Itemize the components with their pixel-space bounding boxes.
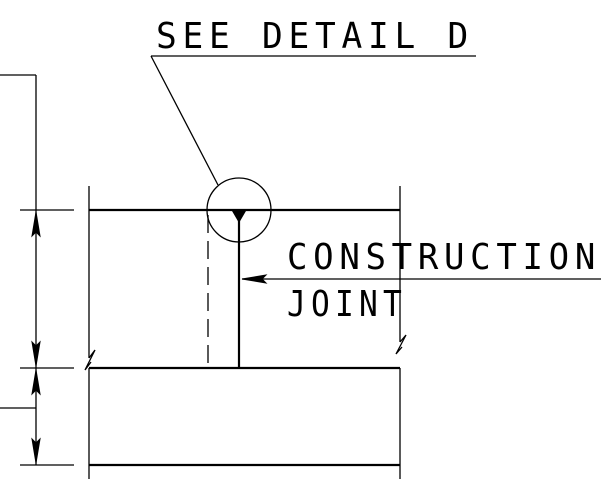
break-mark-left: [84, 349, 96, 371]
dimension-arrows: [31, 211, 41, 464]
detail-label: SEE DETAIL D: [156, 16, 474, 57]
detail-callout: [150, 55, 476, 243]
dimension-chain: [0, 74, 74, 466]
break-mark-right: [395, 334, 407, 355]
arrow-down-icon: [31, 437, 41, 464]
arrow-down-icon: [31, 340, 41, 367]
joint-groove-mark: [231, 209, 247, 223]
detail-leader-line: [150, 55, 219, 186]
lower-section: [88, 366, 401, 479]
upper-section: [84, 186, 407, 371]
joint-label-line1: CONSTRUCTION: [287, 237, 601, 278]
joint-leader-arrow-icon: [241, 274, 268, 284]
joint-label-line2: JOINT: [287, 284, 407, 325]
arrow-up-icon: [31, 211, 41, 238]
arrow-up-icon: [31, 369, 41, 396]
detail-circle: [206, 177, 272, 243]
